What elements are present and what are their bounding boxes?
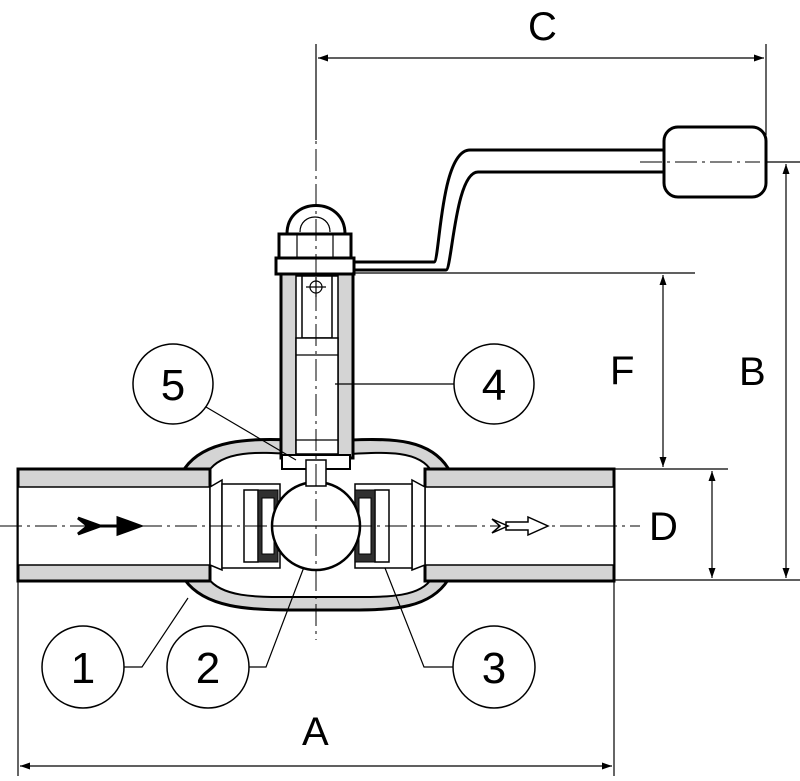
outlet-flow-arrow: [491, 515, 550, 537]
dimension-c-label: C: [528, 5, 557, 49]
inlet-flow-arrow: [77, 515, 145, 537]
callout-leaders: [124, 383, 456, 668]
dimension-a-label: A: [302, 710, 329, 754]
callout-4: 4: [453, 343, 535, 425]
flow-arrows: [77, 515, 550, 537]
cap-nut: [277, 204, 353, 260]
dimension-d-label: D: [649, 505, 678, 549]
callout-5: 5: [132, 343, 214, 425]
dimension-b-label: B: [739, 350, 766, 394]
callout-3: 3: [452, 625, 536, 709]
callout-1-label: 1: [71, 644, 95, 693]
callout-2-label: 2: [196, 644, 220, 693]
dimension-lines: [17, 44, 800, 776]
callout-1: 1: [41, 625, 125, 709]
stem: [295, 275, 339, 487]
callout-2: 2: [166, 625, 250, 709]
callout-5-label: 5: [161, 361, 185, 410]
dimension-f-label: F: [610, 349, 634, 393]
callout-4-label: 4: [482, 361, 506, 410]
callout-3-label: 3: [482, 644, 506, 693]
